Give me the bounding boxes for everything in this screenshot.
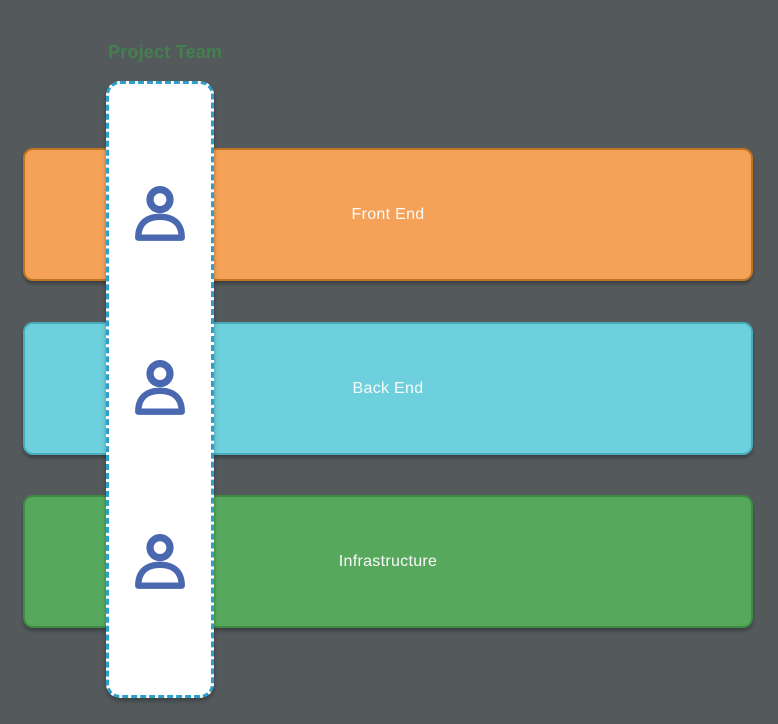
person-icon[interactable] — [131, 531, 189, 595]
person-icon[interactable] — [131, 357, 189, 421]
lane-infrastructure-label: Infrastructure — [338, 552, 438, 570]
lane-front-end-label: Front End — [351, 205, 425, 223]
lane-back-end-label: Back End — [352, 379, 424, 397]
person-icon[interactable] — [131, 183, 189, 247]
team-column-shape[interactable] — [106, 81, 214, 698]
diagram-title[interactable]: Project Team — [108, 42, 223, 62]
